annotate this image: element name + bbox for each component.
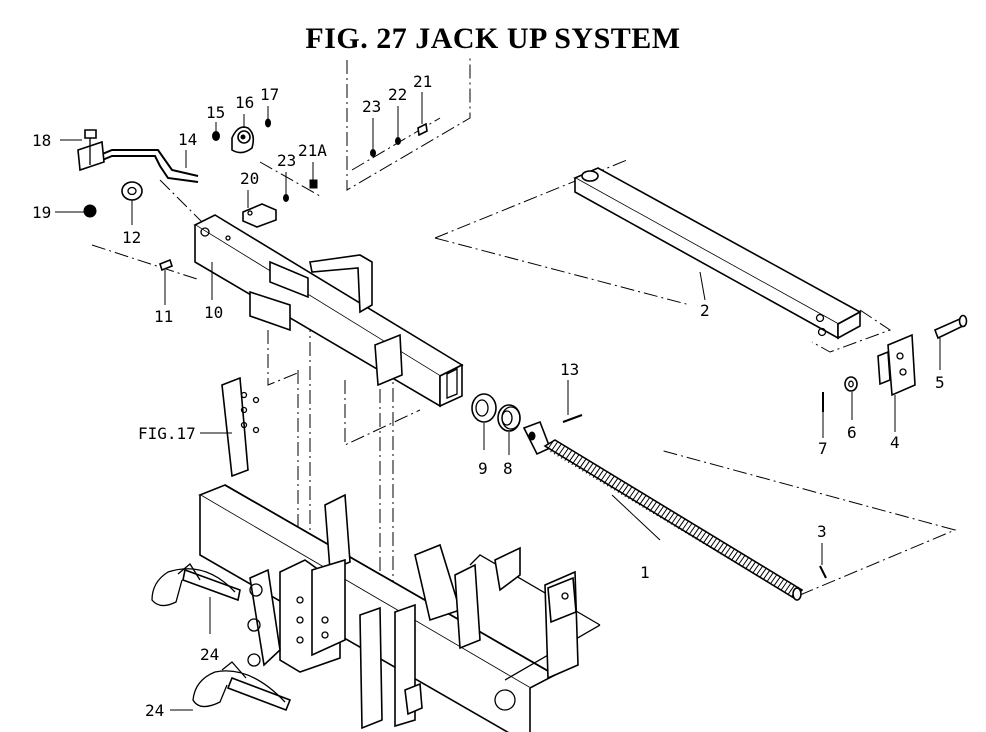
part-1-jack-screw	[522, 420, 804, 601]
part-10-jack-bracket	[193, 214, 464, 408]
part-19-nut	[83, 204, 97, 218]
callout-6: 6	[847, 423, 857, 442]
callout-15: 15	[206, 103, 225, 122]
callout-3: 3	[817, 522, 827, 541]
part-11-set-screw	[159, 258, 173, 272]
callout-21: 21	[413, 72, 432, 91]
inset-hardware-21-22-23	[370, 122, 428, 157]
part-8-bearing	[497, 404, 521, 432]
callout-20: 20	[240, 169, 259, 188]
callout-16: 16	[235, 93, 254, 112]
figure-title: FIG. 27 JACK UP SYSTEM	[305, 22, 681, 55]
callout-19: 19	[32, 203, 51, 222]
callout-14: 14	[178, 130, 197, 149]
part-6-washer	[844, 376, 858, 392]
part-15-washer	[212, 131, 220, 141]
part-2-upper-tube	[573, 167, 862, 340]
part-13-spring-pin	[562, 414, 583, 423]
callout-10: 10	[204, 303, 223, 322]
part-24-lock-pin-lower	[192, 661, 292, 712]
machine-frame	[198, 376, 601, 732]
part-14-handle	[77, 140, 199, 183]
callout-8: 8	[503, 459, 513, 478]
callout-21a: 21A	[298, 141, 327, 160]
part-24-lock-pin-upper	[151, 563, 241, 607]
part-20-clamp	[242, 203, 277, 228]
callout-23-inset: 23	[362, 97, 381, 116]
part-4-bracket	[877, 333, 916, 397]
callout-24-lower: 24	[145, 701, 164, 720]
part-21a-bolt	[309, 179, 318, 189]
callout-23: 23	[277, 151, 296, 170]
part-17-pin	[265, 118, 271, 128]
leader-lines	[55, 92, 941, 711]
inset-box-hardware	[346, 55, 471, 191]
assembly-outline-screw	[659, 449, 957, 596]
callout-9: 9	[478, 459, 488, 478]
part-3-cotter	[819, 565, 827, 579]
callout-24-upper: 24	[200, 645, 219, 664]
figure-reference-label: FIG.17	[138, 424, 196, 443]
part-9-bushing	[471, 393, 497, 423]
callout-7: 7	[818, 439, 828, 458]
part-18-bolt	[84, 129, 97, 165]
callout-2: 2	[700, 301, 710, 320]
part-12-washer	[121, 181, 143, 201]
callout-1: 1	[640, 563, 650, 582]
callout-4: 4	[890, 433, 900, 452]
part-16-knob	[231, 126, 255, 154]
part-23-washer-lower	[283, 194, 289, 202]
callout-13: 13	[560, 360, 579, 379]
callout-18: 18	[32, 131, 51, 150]
callout-labels: 1 2 3 4 5 6 7 8 9 10 11 12 13 14 15 16 1…	[32, 72, 945, 720]
callout-11: 11	[154, 307, 173, 326]
callout-22: 22	[388, 85, 407, 104]
callout-12: 12	[122, 228, 141, 247]
callout-5: 5	[935, 373, 945, 392]
callout-17: 17	[260, 85, 279, 104]
part-5-pin	[933, 314, 968, 340]
frame-bracket-right	[547, 576, 577, 624]
